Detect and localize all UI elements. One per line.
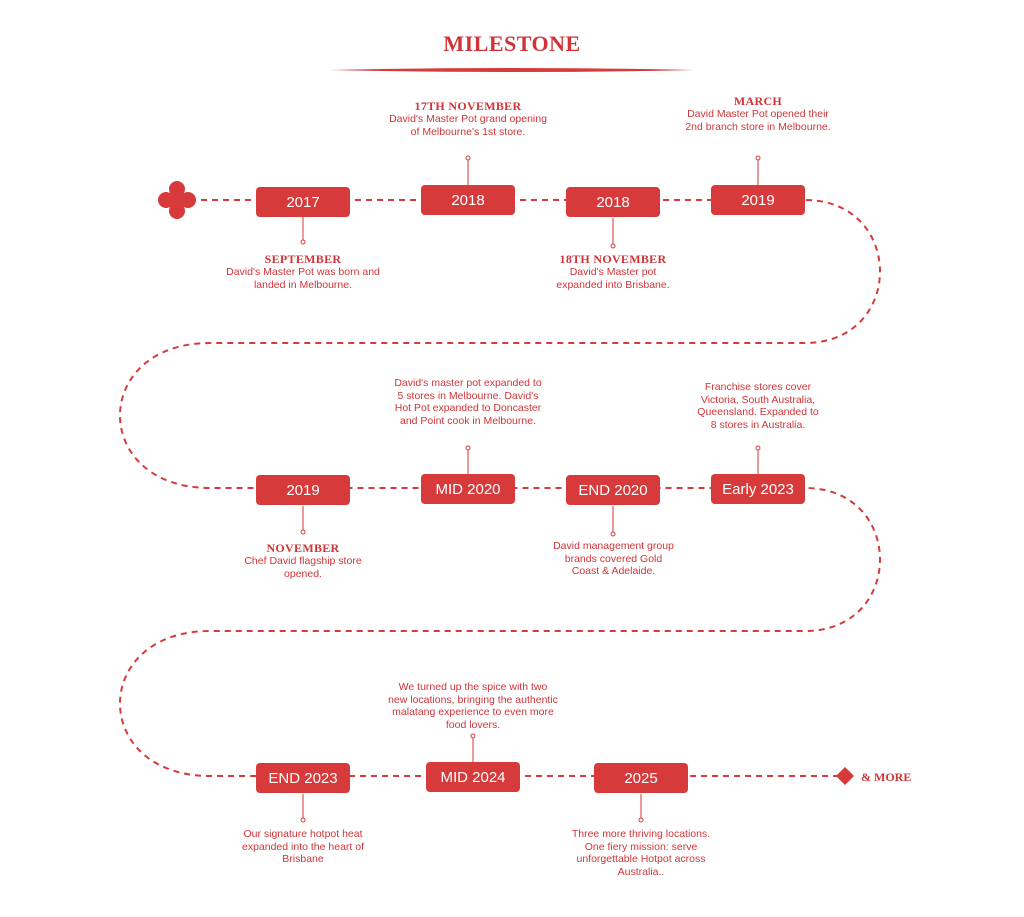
milestone-text: We turned up the spice with two new loca… <box>388 681 558 731</box>
flower-icon <box>158 181 196 219</box>
year-badge-end-2023: END 2023 <box>256 763 350 793</box>
milestone-heading: NOVEMBER <box>266 541 340 555</box>
more-label: & MORE <box>861 770 912 784</box>
milestone-note: We turned up the spice with two new loca… <box>388 681 558 731</box>
milestone-text: David's master pot expanded to 5 stores … <box>394 377 542 427</box>
milestone-note: 17TH NOVEMBER David's Master Pot grand o… <box>388 99 548 138</box>
milestone-text: Our signature hotpot heat expanded into … <box>241 828 364 865</box>
milestone-text: David's Master pot expanded into Brisban… <box>556 266 670 291</box>
year-badge-2018-a: 2018 <box>421 185 515 215</box>
year-badge-2018-b: 2018 <box>566 187 660 217</box>
milestone-heading: SEPTEMBER <box>264 252 342 266</box>
year-badge-2019-b: 2019 <box>256 475 350 505</box>
milestone-note: SEPTEMBER David's Master Pot was born an… <box>223 252 383 291</box>
milestone-text: Franchise stores cover Victoria, South A… <box>697 381 819 431</box>
milestone-note: 18TH NOVEMBER David's Master pot expande… <box>553 252 673 291</box>
title-underline <box>330 68 694 72</box>
milestone-text: David's Master Pot grand opening of Melb… <box>389 113 547 138</box>
track-row-1 <box>119 199 881 777</box>
year-badge-2025: 2025 <box>594 763 688 793</box>
milestone-note: MARCH David Master Pot opened their 2nd … <box>683 94 833 133</box>
milestone-heading: 18TH NOVEMBER <box>559 252 667 266</box>
milestone-title: MILESTONE <box>443 31 581 56</box>
milestone-text: David's Master Pot was born and landed i… <box>226 266 380 291</box>
milestone-note: David management group brands covered Go… <box>551 540 676 578</box>
milestone-note: Our signature hotpot heat expanded into … <box>238 828 368 866</box>
year-badge-2017: 2017 <box>256 187 350 217</box>
milestone-note: David's master pot expanded to 5 stores … <box>393 377 543 427</box>
milestone-note: NOVEMBER Chef David flagship store opene… <box>238 541 368 580</box>
milestone-text: David Master Pot opened their 2nd branch… <box>685 108 831 133</box>
milestone-text: Chef David flagship store opened. <box>244 555 362 580</box>
year-badge-mid-2024: MID 2024 <box>426 762 520 792</box>
year-badge-2019-a: 2019 <box>711 185 805 215</box>
milestone-text: Three more thriving locations. One fiery… <box>571 828 711 878</box>
year-badge-end-2020: END 2020 <box>566 475 660 505</box>
year-badge-mid-2020: MID 2020 <box>421 474 515 504</box>
milestone-note: Franchise stores cover Victoria, South A… <box>693 381 823 431</box>
milestone-text: David management group brands covered Go… <box>553 540 674 577</box>
milestone-note: Three more thriving locations. One fiery… <box>566 828 716 878</box>
milestone-heading: MARCH <box>733 94 783 108</box>
year-badge-early-2023: Early 2023 <box>711 474 805 504</box>
diamond-icon <box>836 767 854 785</box>
milestone-heading: 17TH NOVEMBER <box>414 99 522 113</box>
